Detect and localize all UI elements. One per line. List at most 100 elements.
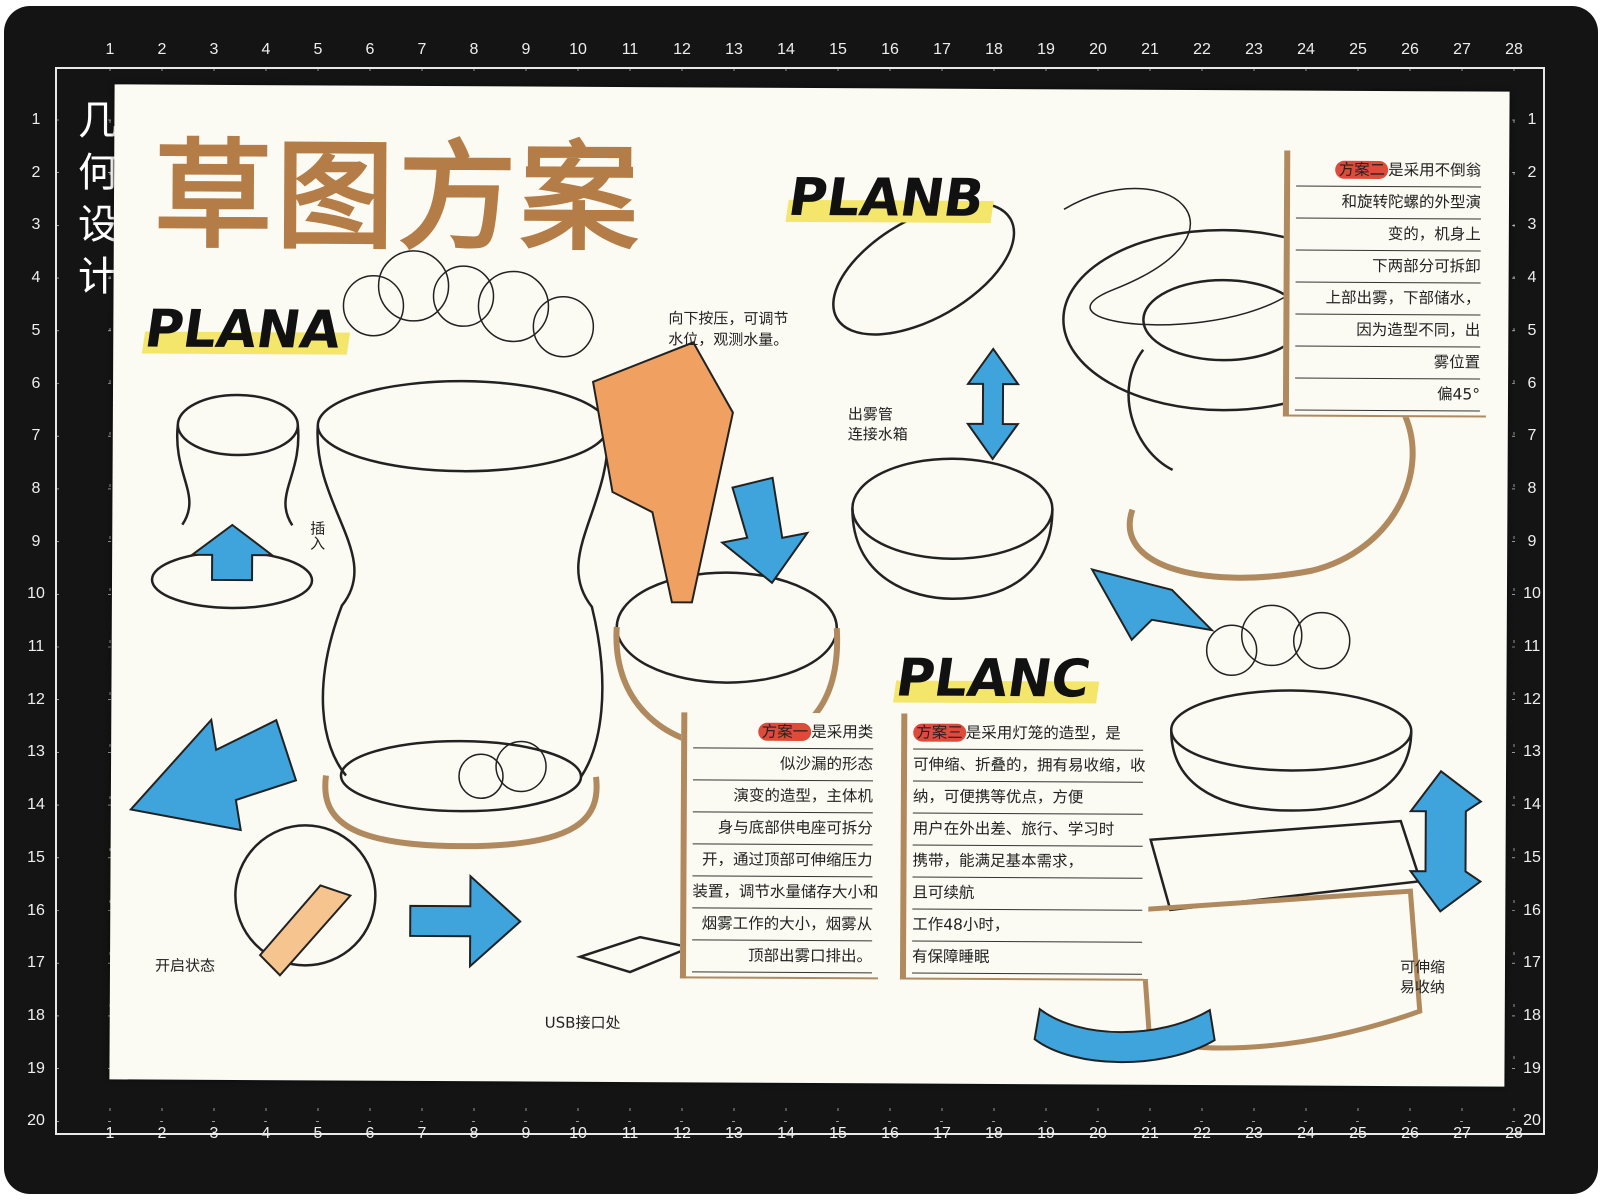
description-line: 烟雾工作的大小，烟雾从 [692,908,873,942]
ruler-number: 8 [31,479,41,497]
ruler-number: 1 [31,111,41,128]
plan-b-description: 方案二是采用不倒翁 和旋转陀螺的外型演 变的，机身上 下两部分可拆卸 上部出雾，… [1282,150,1488,418]
ruler-number: 26 [1401,41,1419,58]
ruler-number: 16 [881,1125,899,1142]
ruler-number: 11 [1523,638,1541,655]
plan-c-description: 方案三是采用灯笼的造型，是 可伸缩、折叠的，拥有易收缩，收 纳，可便携等优点，方… [899,713,1150,981]
description-line: 雾位置 [1295,346,1481,380]
mat-grid [55,67,1545,1135]
blue-arrows [128,347,1483,1064]
arrow-right-icon [409,873,522,969]
ruler-number: 18 [1523,1006,1541,1024]
note-mist-pipe: 出雾管 [847,405,893,424]
ruler-number: 5 [1527,321,1537,339]
description-line: 可伸缩、折叠的，拥有易收缩，收 [912,749,1146,783]
ruler-number: 18 [985,41,1003,58]
ruler-number: 10 [27,585,45,603]
ruler-number: 9 [1527,532,1537,550]
ruler-number: 14 [777,1125,795,1142]
description-line: 方案三是采用灯笼的造型，是 [913,717,1144,751]
ruler-number: 6 [31,374,41,392]
note-usb: USB接口处 [544,1013,621,1033]
ruler-number: 25 [1349,41,1367,58]
description-line: 偏45° [1294,378,1481,412]
ruler-number: 14 [1523,796,1541,814]
steam-clouds [342,250,1351,800]
ruler-number: 24 [1297,41,1315,58]
arrow-rotate-icon [1033,1007,1216,1064]
ruler-number: 10 [569,1125,587,1142]
ruler-number: 15 [27,848,45,866]
note-open-state: 开启状态 [154,956,216,975]
ruler-number: 21 [1141,41,1159,58]
description-line: 方案一是采用类 [693,716,874,750]
ruler-number: 12 [673,1125,691,1142]
ruler-number: 20 [1089,41,1107,58]
ruler-number: 10 [569,41,587,58]
ruler-number: 18 [985,1125,1003,1142]
ruler-number: 7 [417,41,427,58]
ruler-number: 11 [621,41,639,58]
description-line: 方案二是采用不倒翁 [1296,154,1482,188]
description-line: 身与底部供电座可拆分 [692,812,873,846]
ruler-number: 4 [31,269,41,287]
ruler-number: 8 [1527,479,1537,497]
arrow-up-icon [189,523,276,582]
ruler-number: 15 [1523,848,1541,866]
ruler-number: 23 [1245,1125,1263,1142]
ruler-number: 20 [1523,1112,1541,1130]
description-line: 装置，调节水量储存大小和 [692,876,878,910]
note-storage: 易收纳 [1399,978,1445,997]
description-line: 和旋转陀螺的外型演 [1295,186,1482,220]
description-line: 携带，能满足基本需求， [912,845,1143,879]
ruler-number: 27 [1453,41,1471,58]
ruler-number: 17 [1523,954,1541,972]
arrow-diag-icon [1090,567,1215,642]
description-line: 顶部出雾口排出。 [691,940,873,974]
ruler-number: 11 [621,1125,639,1142]
hand-press-illustration [591,341,734,604]
ruler-number: 15 [829,1125,847,1142]
ruler-number: 2 [31,163,41,181]
ruler-number: 5 [31,321,41,339]
ruler-number: 13 [725,41,743,58]
ruler-number: 7 [1527,427,1537,445]
ruler-number: 1 [1527,111,1537,128]
arrow-curve-icon [128,717,298,832]
ruler-number: 17 [933,41,951,58]
note-insert: 插入 [308,520,327,551]
ruler-number: 10 [1523,585,1541,603]
finger-illustration [258,884,353,977]
ruler-number: 17 [27,954,45,972]
ruler-number: 6 [1527,374,1537,392]
plan-b-humidifier-sketch [832,187,1416,600]
ruler-number: 8 [469,41,479,58]
ruler-number: 4 [261,1125,271,1142]
ruler-number: 11 [27,638,45,655]
ruler-number: 9 [521,41,531,58]
ruler-number: 9 [31,532,41,550]
ruler-number: 20 [27,1112,45,1130]
note-press: 向下按压，可调节水位，观测水量。 [668,309,789,349]
ruler-number: 3 [209,1125,219,1142]
ruler-number: 7 [31,427,41,445]
ruler-number: 25 [1349,1125,1367,1142]
plan-a-label: PLANA [140,299,345,361]
ruler-number: 27 [1453,1125,1471,1142]
ruler-number: 19 [1037,1125,1055,1142]
ruler-number: 23 [1245,41,1263,58]
ruler-number: 22 [1193,1125,1211,1142]
ruler-number: 13 [27,743,45,761]
sketch-paper: 草图方案 [109,84,1510,1087]
description-line: 上部出雾，下部储水， [1295,282,1481,316]
ruler-number: 6 [365,41,375,58]
ruler-number: 16 [27,901,45,919]
ruler-number: 26 [1401,1125,1419,1142]
ruler-number: 13 [1523,743,1541,761]
ruler-number: 14 [27,796,45,814]
ruler-number: 21 [1141,1125,1159,1142]
ruler-number: 3 [209,41,219,58]
note-water-tank: 连接水箱 [847,425,908,444]
ruler-number: 4 [1527,269,1537,287]
sketch-drawings [128,187,1483,1064]
